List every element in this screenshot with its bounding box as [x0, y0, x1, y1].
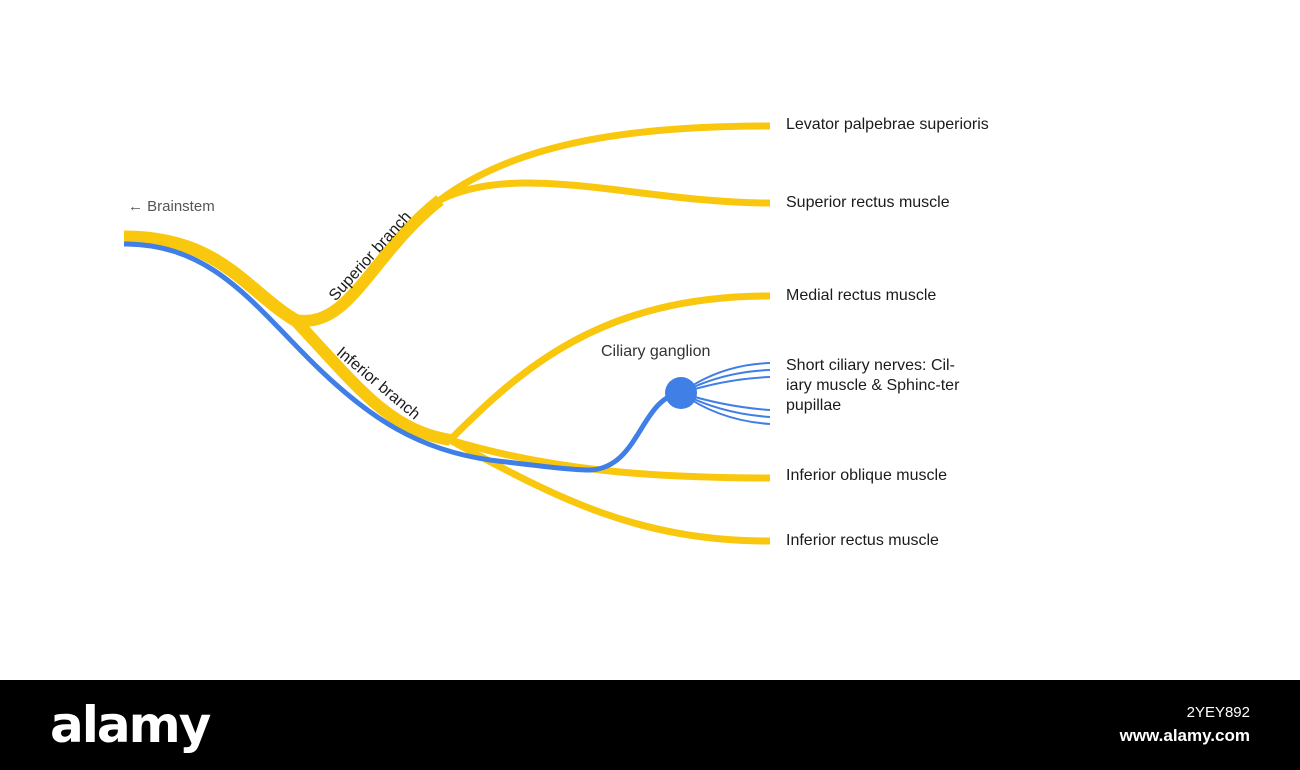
image-id: 2YEY892 [1186, 704, 1250, 721]
target-superior-rectus-label: Superior rectus muscle [786, 194, 950, 211]
target-inferior-oblique-label: Inferior oblique muscle [786, 467, 947, 484]
parasympathetic-fiber [123, 241, 682, 473]
ciliary-ganglion-label: Ciliary ganglion [601, 343, 711, 360]
levator-nerve [437, 122, 771, 203]
watermark-footer: alamy 2YEY892 www.alamy.com [0, 680, 1300, 770]
target-inferior-rectus-label: Inferior rectus muscle [786, 532, 939, 549]
brainstem-label: ← Brainstem [128, 198, 215, 215]
inferior-branch-nerve [290, 315, 452, 446]
target-medial-rectus-label: Medial rectus muscle [786, 287, 937, 304]
target-levator-label: Levator palpebrae superioris [786, 116, 989, 133]
oculomotor-trunk [123, 230, 299, 326]
ciliary-ganglion-node [665, 377, 697, 409]
site-url: www.alamy.com [1119, 726, 1250, 745]
medial-rectus-nerve [447, 292, 771, 443]
alamy-logo: alamy [50, 696, 211, 754]
target-short-ciliary-label: Short ciliary nerves: Cil-iary muscle & … [786, 357, 960, 414]
oculomotor-nerve-diagram [123, 122, 771, 545]
superior-branch-nerve [293, 195, 444, 327]
superior-rectus-nerve [438, 179, 771, 207]
